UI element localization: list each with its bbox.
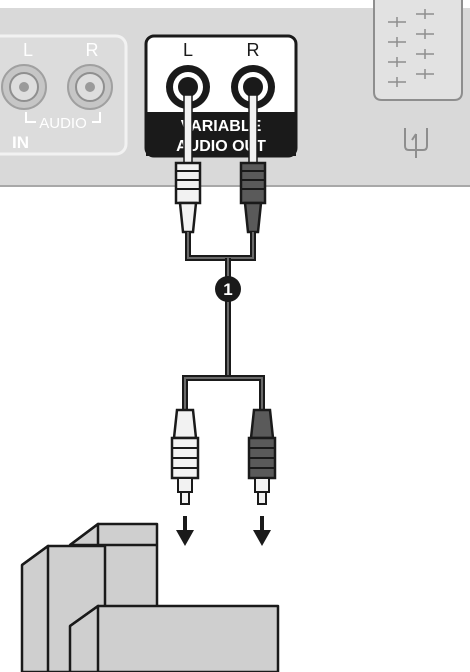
variable-label: VARIABLE [181, 118, 262, 135]
upper-red-plug [239, 94, 267, 234]
variable-audio-out-group: L R VARIABLE AUDIO OUT [144, 34, 298, 158]
scart-port-icon [373, 0, 463, 101]
audio-in-right-jack[interactable] [67, 64, 113, 110]
upper-white-plug [174, 94, 202, 234]
audio-in-audio-label: AUDIO [39, 115, 87, 132]
callout-badge: 1 [215, 276, 241, 302]
audio-cable [182, 232, 265, 410]
arrow-down-icon [176, 516, 194, 546]
audio-out-right-jack[interactable] [231, 65, 275, 109]
audio-in-left-jack[interactable] [1, 64, 47, 110]
lower-white-plug [170, 408, 200, 505]
audio-in-in-label: IN [12, 133, 29, 152]
antenna-port-icon [404, 128, 428, 158]
arrow-down-icon [253, 516, 271, 546]
audio-out-left-label: L [183, 40, 193, 60]
audio-in-left-label: L [23, 40, 33, 60]
audio-in-group: L R AUDIO IN [0, 34, 128, 156]
audio-out-label: AUDIO OUT [176, 138, 266, 155]
audio-equipment [20, 522, 280, 672]
audio-out-right-label: R [247, 40, 260, 60]
lower-red-plug [247, 408, 277, 505]
callout-number: 1 [223, 280, 232, 299]
audio-in-right-label: R [86, 40, 99, 60]
audio-out-left-jack[interactable] [166, 65, 210, 109]
